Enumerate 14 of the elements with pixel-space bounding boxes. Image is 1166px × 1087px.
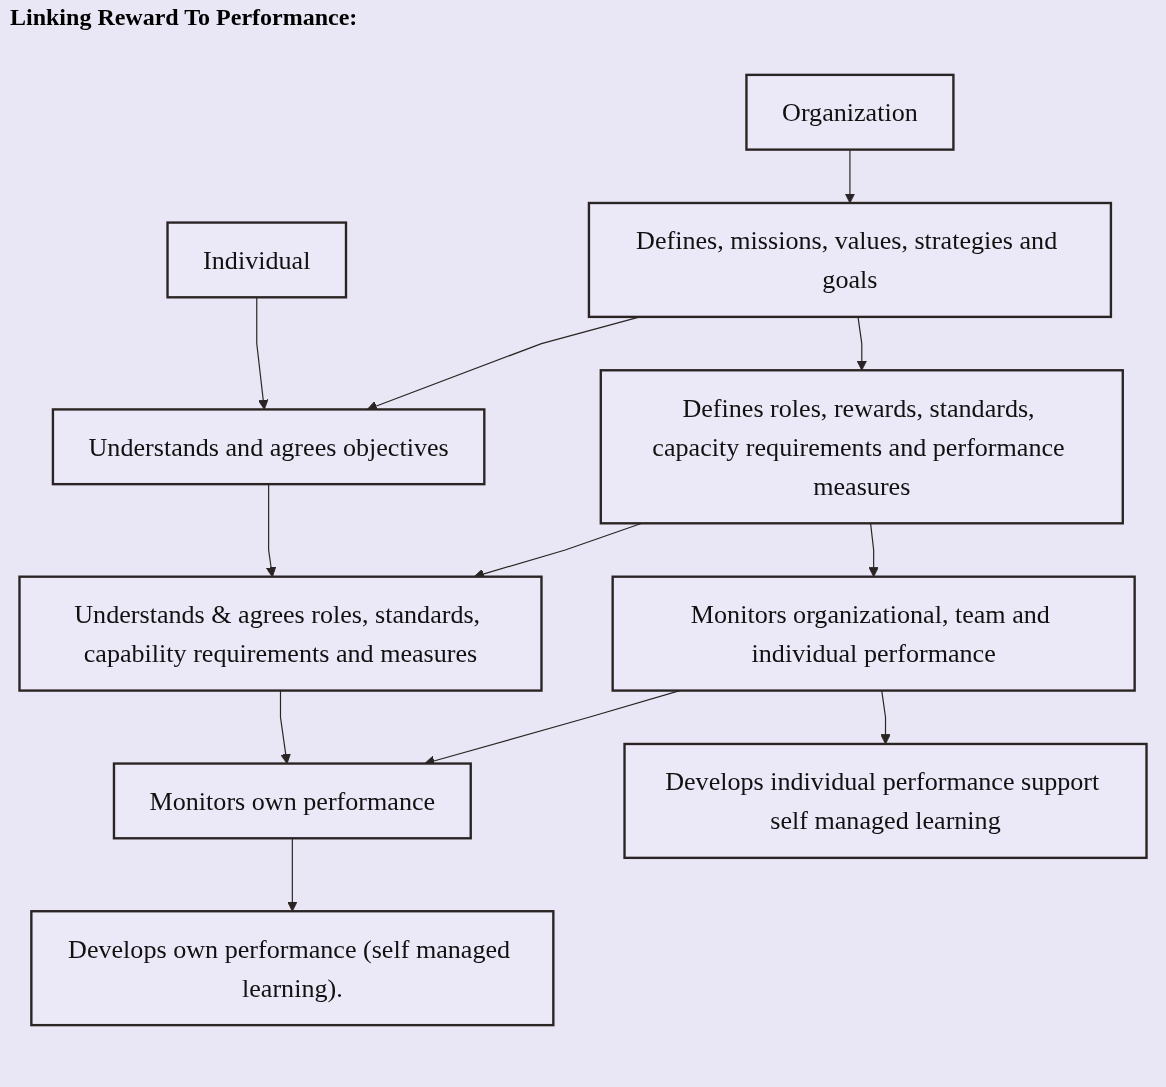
node-box: Develops individual performance support self managed learning	[623, 742, 1148, 860]
node-box: Defines roles, rewards, standards, capacity requirements and performance measures	[599, 369, 1124, 525]
node-box: Monitors own performance	[112, 762, 472, 840]
diagram-title: Linking Reward To Performance:	[10, 4, 359, 31]
node-box: Understands and agrees objectives	[51, 408, 486, 486]
node-box: Defines, missions, values, strategies and goals	[587, 201, 1113, 319]
node-box: Monitors organizational, team and individual performance	[611, 575, 1136, 692]
arrow	[856, 316, 867, 371]
node-box: Develops own performance (self managed learning).	[30, 910, 555, 1027]
node-box: Organization	[745, 73, 955, 151]
arrow	[279, 690, 291, 764]
arrow	[844, 149, 856, 204]
node-box: Individual	[166, 221, 348, 299]
node-box: Understands & agrees roles, standards, capability requirements and measures	[18, 575, 543, 692]
